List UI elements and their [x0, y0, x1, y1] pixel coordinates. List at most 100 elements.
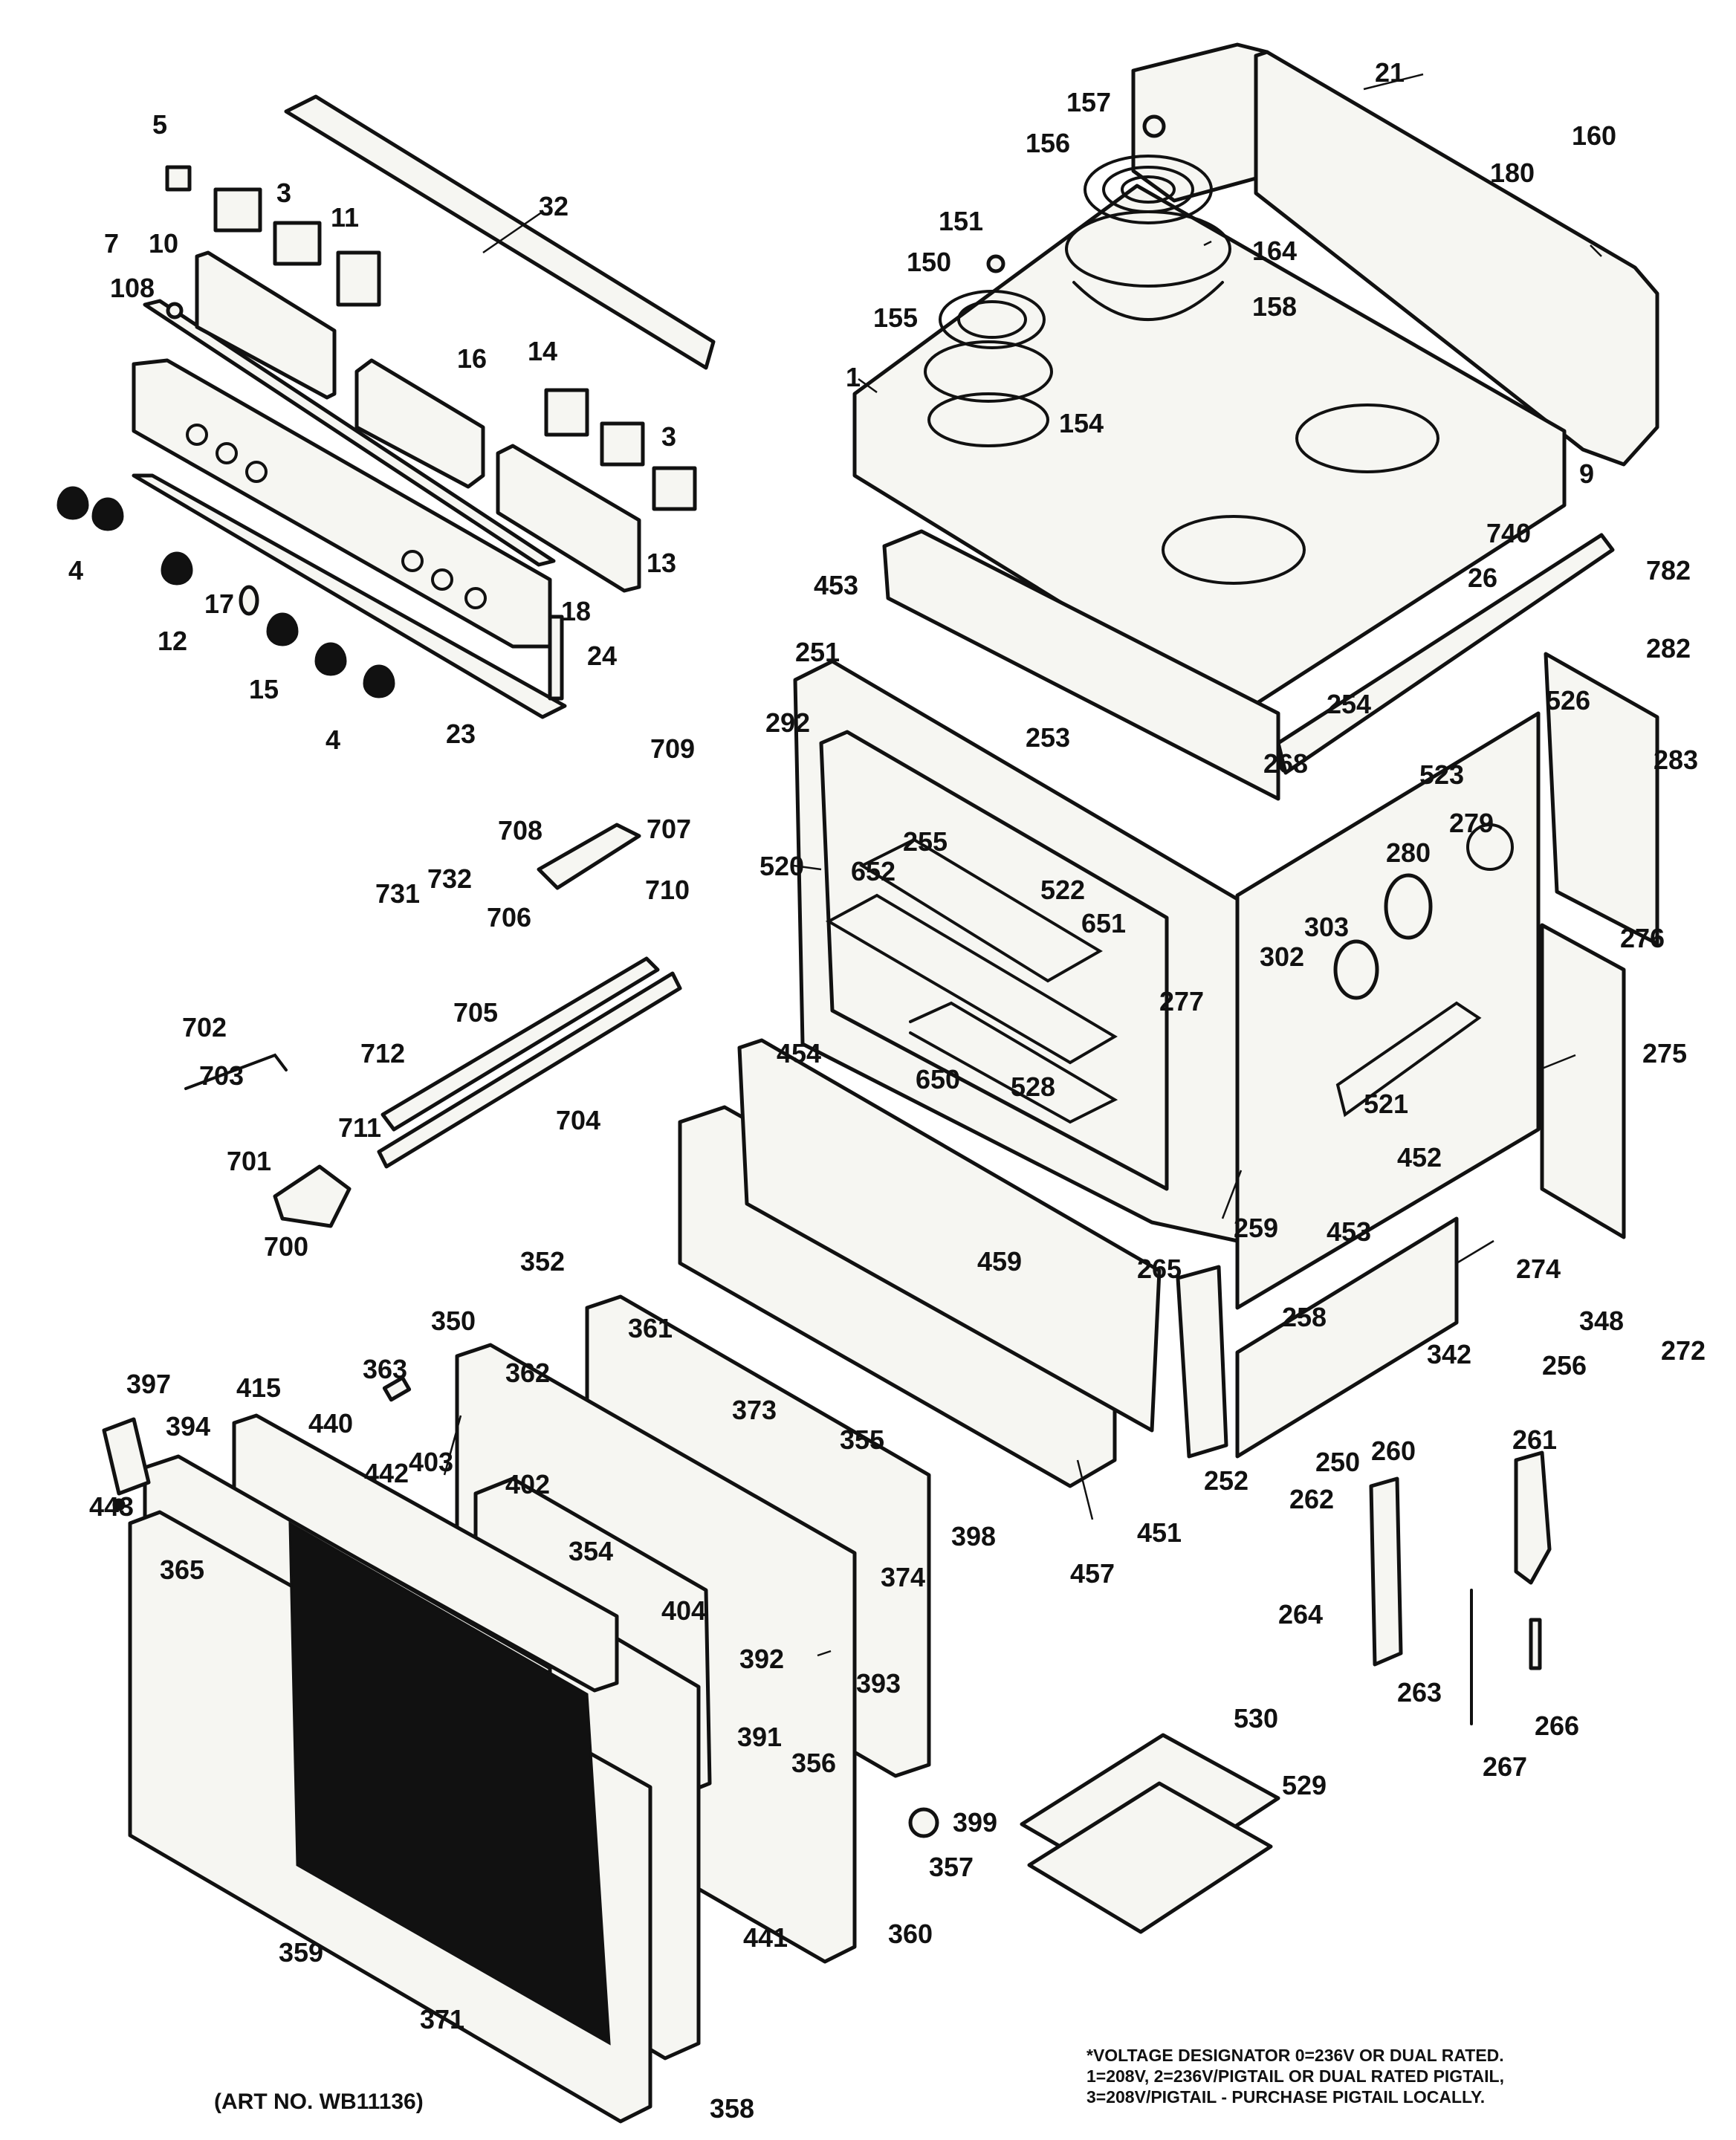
part-label: 3 — [661, 421, 676, 452]
part-label: 704 — [556, 1105, 600, 1135]
part-32-trim-strip — [284, 94, 716, 370]
part-label: 15 — [249, 674, 279, 704]
part-11-switch — [336, 250, 381, 307]
part-label: 11 — [331, 202, 359, 233]
part-451-drawer — [737, 1038, 1162, 1433]
part-label: 108 — [110, 273, 155, 303]
part-250-bottom-panel — [1235, 1216, 1459, 1459]
part-label: 393 — [856, 1668, 901, 1699]
part-3-switch — [273, 221, 322, 266]
leader-line — [1221, 1170, 1243, 1219]
part-155-trim-ring — [924, 340, 1053, 403]
part-label: 529 — [1282, 1770, 1327, 1800]
part-label: 264 — [1278, 1599, 1323, 1630]
part-label: 5 — [152, 109, 167, 140]
art-number-caption: (ART NO. WB11136) — [214, 2089, 424, 2114]
part-label: 265 — [1137, 1254, 1182, 1284]
part-label: 365 — [160, 1554, 204, 1585]
cooktop-burner-hole — [1162, 515, 1306, 585]
part-651-oven-rack — [825, 893, 1118, 1065]
part-label: 254 — [1327, 689, 1371, 719]
part-label: 17 — [204, 588, 234, 619]
part-label: 303 — [1304, 912, 1349, 942]
part-label: 703 — [199, 1060, 244, 1091]
part-label: 354 — [569, 1536, 613, 1566]
part-label: 453 — [814, 570, 858, 600]
leader-line — [793, 864, 822, 871]
leader-line — [443, 1415, 462, 1476]
note-line: 1=208V, 2=236V/PIGTAIL OR DUAL RATED PIG… — [1086, 2066, 1504, 2086]
range-body-group — [678, 42, 1659, 1488]
oven-door-group — [102, 1294, 939, 2124]
part-label: 371 — [420, 2004, 464, 2034]
part-704-drawer-rail — [377, 971, 682, 1169]
leader-line — [1203, 240, 1212, 247]
part-label: 526 — [1546, 685, 1590, 716]
part-label: 302 — [1260, 941, 1304, 972]
part-label: 18 — [561, 596, 591, 626]
part-652-oven-rack — [858, 837, 1103, 983]
part-label: 283 — [1654, 745, 1698, 775]
part-label: 157 — [1066, 87, 1111, 117]
control-panel-group — [56, 94, 716, 719]
part-label: 14 — [528, 336, 557, 366]
part-529-broiler-pan — [1027, 1781, 1273, 1934]
part-3-switch — [213, 187, 262, 233]
part-707-bracket — [537, 823, 641, 890]
part-label: 652 — [851, 856, 895, 886]
part-label: 1 — [846, 362, 861, 392]
part-label: 16 — [457, 343, 487, 374]
part-label: 275 — [1642, 1038, 1687, 1069]
part-label: 282 — [1646, 633, 1691, 664]
part-label: 740 — [1486, 518, 1531, 548]
part-261-hinge — [1514, 1450, 1552, 1585]
panel-knob-hole — [186, 424, 208, 446]
part-label: 160 — [1572, 120, 1616, 151]
part-label: 710 — [645, 875, 690, 905]
part-label: 4 — [68, 555, 83, 586]
part-label: 706 — [487, 902, 531, 933]
part-label: 782 — [1646, 555, 1691, 586]
part-label: 21 — [1375, 57, 1405, 88]
part-label: 528 — [1011, 1071, 1055, 1102]
part-280-bulb — [1384, 873, 1433, 940]
cooktop-burner-hole — [1295, 403, 1439, 473]
part-108-trim — [143, 299, 556, 567]
part-label: 398 — [951, 1521, 996, 1552]
part-label: 399 — [953, 1807, 997, 1838]
part-397-hinge-cover — [102, 1417, 151, 1496]
part-label: 3 — [276, 178, 291, 208]
leader-line — [1363, 73, 1424, 91]
part-label: 441 — [743, 1922, 788, 1953]
part-15-knob — [266, 612, 299, 646]
part-label: 12 — [158, 626, 187, 656]
part-17-bulb — [239, 585, 259, 616]
part-label: 154 — [1059, 408, 1104, 438]
part-701-lever — [184, 1053, 288, 1090]
part-label: 261 — [1512, 1424, 1557, 1455]
part-label: 403 — [409, 1447, 453, 1477]
leader-line — [1590, 244, 1602, 257]
part-3-switch — [600, 421, 645, 467]
part-label: 350 — [431, 1306, 476, 1336]
part-3-switch — [652, 466, 697, 511]
part-label: 709 — [650, 733, 695, 764]
door-window-glass — [288, 1521, 611, 2046]
part-label: 260 — [1371, 1436, 1416, 1466]
panel-knob-hole — [216, 442, 238, 464]
part-label: 650 — [916, 1064, 960, 1095]
part-label: 651 — [1081, 908, 1126, 938]
part-5-connector — [165, 165, 192, 192]
leader-line — [858, 377, 878, 394]
part-label: 356 — [791, 1748, 836, 1778]
part-label: 705 — [453, 997, 498, 1028]
part-label: 348 — [1579, 1306, 1624, 1336]
voltage-designator-note: *VOLTAGE DESIGNATOR 0=236V OR DUAL RATED… — [1086, 2045, 1718, 2107]
part-13-bracket — [496, 444, 641, 593]
part-label: 440 — [308, 1408, 353, 1439]
part-label: 266 — [1535, 1711, 1579, 1741]
part-154-drip-pan — [927, 392, 1049, 447]
part-14-switch — [544, 388, 589, 437]
part-4-knob — [314, 642, 347, 676]
